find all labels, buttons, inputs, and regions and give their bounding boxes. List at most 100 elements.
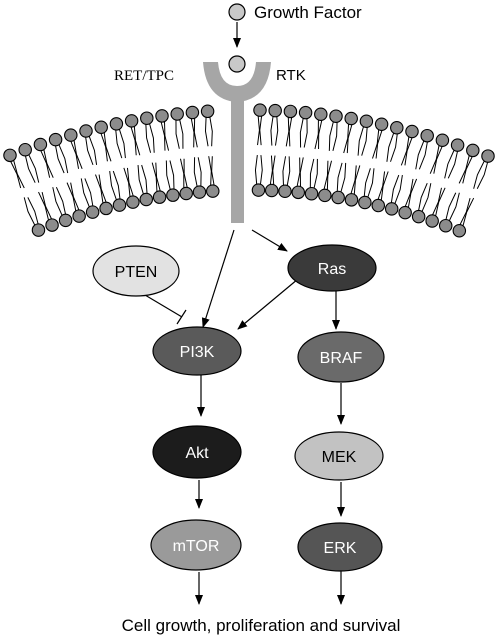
lipid-head-inner [358, 195, 372, 210]
node-pi3k-label: PI3K [180, 344, 215, 361]
lipid-tail [52, 187, 63, 216]
lipid-head-inner [398, 205, 412, 220]
lipid-head-inner [126, 195, 140, 209]
lipid-head-inner [45, 218, 59, 232]
lipid-tail [84, 135, 94, 166]
lipid-head-outer [109, 117, 124, 131]
lipid-head-outer [94, 120, 108, 134]
lipid-tail [109, 170, 118, 201]
node-pten: PTEN [92, 245, 180, 297]
lipid-head-outer [200, 104, 215, 119]
lipid-tail [462, 197, 475, 227]
lipid-tail [197, 157, 202, 188]
node-mtor-shape [150, 519, 242, 571]
lipid-tail [9, 159, 22, 189]
lipid-tail [183, 158, 188, 189]
lipid-head-inner [291, 185, 306, 200]
node-mek-shape [294, 431, 384, 481]
lipid-tail [476, 160, 489, 189]
lipid-head-outer [79, 124, 93, 138]
lipid-tail [254, 155, 258, 186]
lipid-head-inner [452, 224, 467, 238]
lipid-tail [340, 162, 347, 193]
lipid-tail [272, 155, 276, 186]
lipid-tail [13, 159, 25, 189]
lipid-tail [326, 160, 333, 191]
ret-tpc-label: RET/TPC [114, 68, 174, 84]
lipid-head-inner [58, 213, 73, 228]
lipid-tail [458, 197, 471, 227]
node-ras: Ras [287, 244, 377, 292]
lipid-head-inner [179, 186, 193, 201]
lipid-tail [445, 192, 457, 222]
lipid-tail [270, 115, 274, 146]
lipid-tail [386, 132, 395, 162]
lipid-head-outer [18, 142, 32, 157]
node-pten-label: PTEN [115, 264, 158, 281]
lipid-tail [286, 156, 291, 187]
lipid-tail [84, 178, 94, 208]
lipid-tail [137, 165, 145, 195]
lipid-head-inner [278, 184, 292, 199]
lipid-tail [299, 157, 304, 188]
lipid-head-outer [170, 107, 184, 121]
lipid-tail [407, 178, 418, 208]
lipid-tail [43, 149, 54, 178]
lipid-head-inner [206, 184, 220, 198]
lipid-head-outer [33, 137, 48, 152]
lipid-tail [404, 136, 413, 166]
lipid-tail [361, 126, 368, 156]
receptor-binding-cup [203, 62, 271, 102]
node-mek: MEK [294, 431, 384, 481]
lipid-tail [259, 155, 263, 186]
lipid-head-inner [318, 188, 332, 203]
node-erk-label: ERK [324, 540, 357, 557]
edge-receptor-to-pi3k [201, 229, 235, 328]
lipid-tail [288, 116, 293, 147]
lipid-head-inner [192, 185, 207, 199]
lipid-head-outer [450, 138, 465, 152]
lipid-tail [390, 174, 400, 205]
lipid-tail [193, 157, 198, 188]
lipid-tail [80, 178, 90, 208]
lipid-tail [190, 117, 195, 148]
lipid-tail [462, 154, 474, 184]
lipid-tail [415, 140, 425, 170]
lipid-tail [336, 162, 343, 193]
lipid-tail [165, 160, 171, 191]
lipid-tail [163, 120, 170, 151]
lipid-head-inner [166, 188, 180, 202]
lipid-tail [126, 167, 135, 198]
lipid-head-outer [155, 109, 169, 123]
edge-pten-inhibition-bar [176, 309, 187, 325]
lipid-tail [73, 139, 83, 169]
lipid-tail [257, 115, 260, 146]
pathway-edges [144, 229, 345, 605]
lipid-head-inner [85, 205, 100, 219]
outcome-label: Cell growth, proliferation and survival [122, 616, 401, 635]
lipid-tail [88, 135, 98, 165]
lipid-head-inner [304, 186, 319, 201]
lipid-head-inner [331, 190, 345, 205]
lipid-head-inner [264, 183, 279, 198]
lipid-tail [24, 154, 36, 183]
cell-membrane-bilayer [3, 103, 495, 238]
lipid-tail [394, 174, 403, 205]
lipid-tail [274, 115, 279, 146]
lipid-tail [417, 183, 428, 212]
lipid-tail [208, 156, 212, 187]
lipid-tail [179, 158, 185, 189]
lipid-head-outer [481, 149, 495, 163]
lipid-tail [115, 128, 123, 159]
lipid-head-outer [466, 143, 480, 158]
lipid-tail [193, 117, 198, 148]
lipid-tail [141, 164, 148, 195]
node-akt: Akt [152, 425, 242, 479]
lipid-head-outer [298, 105, 313, 120]
receptor-transmembrane-stalk [231, 94, 244, 223]
lipid-tail [296, 157, 301, 188]
lipid-tail [380, 171, 389, 201]
lipid-head-inner [72, 209, 86, 223]
lipid-tail [145, 123, 152, 153]
lipid-tail [357, 125, 365, 156]
